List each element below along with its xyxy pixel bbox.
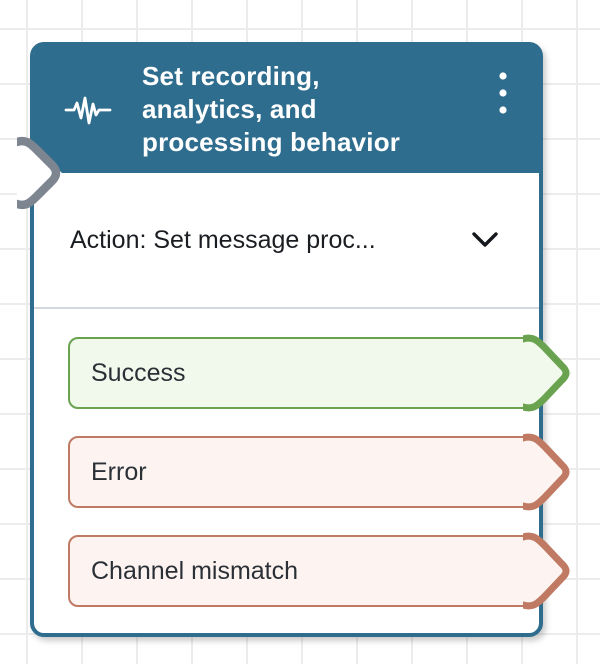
action-dropdown[interactable]: Action: Set message proc... xyxy=(34,173,539,309)
branch-connector-arrow[interactable] xyxy=(523,334,579,412)
branch-row: Success xyxy=(68,334,572,412)
branch-pill[interactable]: Success xyxy=(68,337,538,409)
block-header[interactable]: Set recording, analytics, and processing… xyxy=(34,46,539,173)
kebab-menu-icon[interactable] xyxy=(497,70,509,121)
block-title-line: Set recording, xyxy=(142,61,320,91)
branch-row: Channel mismatch xyxy=(68,532,572,610)
input-connector-arrow[interactable] xyxy=(17,136,67,210)
branch-label: Channel mismatch xyxy=(91,556,299,585)
block-title-line: analytics, and xyxy=(142,94,317,124)
flow-block-set-recording-behavior[interactable]: Set recording, analytics, and processing… xyxy=(30,42,572,637)
branch-connector-arrow[interactable] xyxy=(523,532,579,610)
branches: Success Error Channel mismatch xyxy=(34,309,572,610)
branch-connector-arrow[interactable] xyxy=(523,433,579,511)
branch-label: Error xyxy=(91,457,147,486)
action-label: Action: Set message proc... xyxy=(70,225,376,254)
branch-row: Error xyxy=(68,433,572,511)
branch-label: Success xyxy=(91,358,186,387)
branch-pill[interactable]: Error xyxy=(68,436,538,508)
chevron-down-icon xyxy=(472,232,498,247)
block-title-line: processing behavior xyxy=(142,127,401,157)
waveform-icon xyxy=(34,94,142,126)
block-title: Set recording, analytics, and processing… xyxy=(142,60,487,159)
branch-pill[interactable]: Channel mismatch xyxy=(68,535,538,607)
